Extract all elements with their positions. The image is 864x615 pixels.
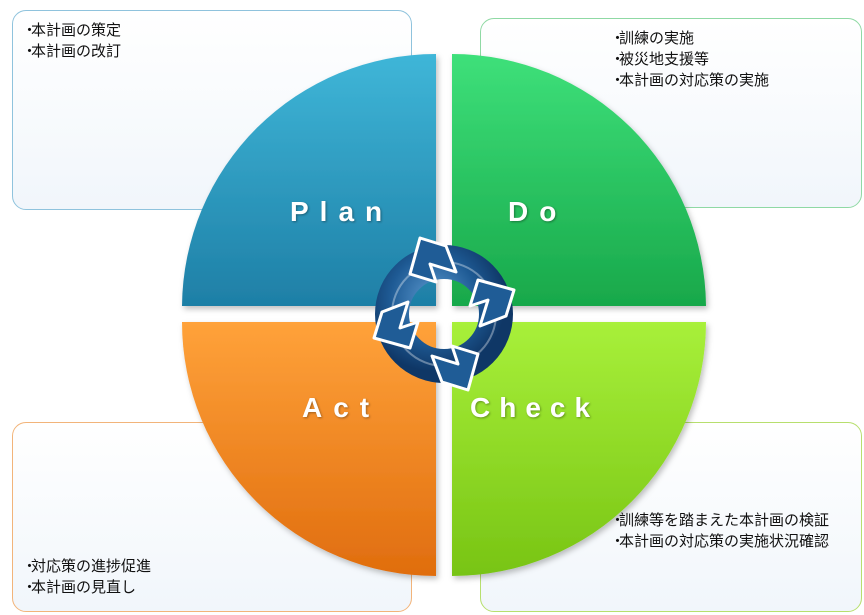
do-quadrant <box>452 54 706 306</box>
act-quadrant <box>182 322 436 576</box>
list-item: ・本計画の対応策の実施状況確認 <box>610 532 830 550</box>
do-items: ・訓練の実施 ・被災地支援等 ・本計画の対応策の実施 <box>610 28 769 91</box>
list-item: ・対応策の進捗促進 <box>22 557 152 575</box>
plan-items: ・本計画の策定 ・本計画の改訂 <box>22 20 121 62</box>
plan-label: Plan <box>290 196 394 227</box>
act-label: Act <box>302 392 381 423</box>
list-item: ・本計画の対応策の実施 <box>610 71 770 89</box>
list-item: ・被災地支援等 <box>610 50 710 68</box>
list-item: ・訓練の実施 <box>610 29 695 47</box>
list-item: ・本計画の見直し <box>22 578 137 596</box>
check-items: ・訓練等を踏まえた本計画の検証 ・本計画の対応策の実施状況確認 <box>610 510 860 552</box>
check-label: Check <box>470 392 600 423</box>
do-label: Do <box>508 196 568 227</box>
list-item: ・本計画の改訂 <box>22 42 122 60</box>
plan-quadrant <box>182 54 436 306</box>
check-quadrant <box>452 322 706 576</box>
list-item: ・訓練等を踏まえた本計画の検証 <box>610 511 830 529</box>
cycle-arrows-icon <box>372 236 516 392</box>
list-item: ・本計画の策定 <box>22 21 122 39</box>
act-items: ・対応策の進捗促進 ・本計画の見直し <box>22 556 151 598</box>
